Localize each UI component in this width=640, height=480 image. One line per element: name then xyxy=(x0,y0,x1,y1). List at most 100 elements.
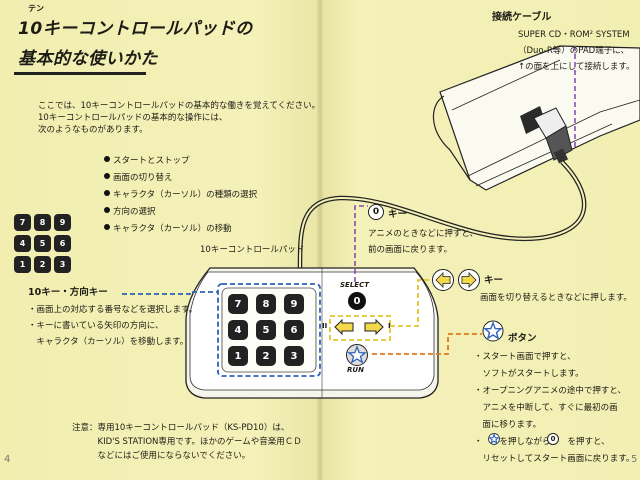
left-right-arrow-icon xyxy=(432,269,480,291)
keypad-number-keys: 7 8 9 4 5 6 1 2 3 xyxy=(228,294,312,366)
tenkey-description: ・画面上の対応する番号などを選択します。 ・キーに書いている矢印の方向に、 キャ… xyxy=(28,302,197,350)
inline-zero-label: 0 xyxy=(550,435,556,443)
roman-two-label: II xyxy=(322,322,328,330)
key-icon-5: 5 xyxy=(34,235,51,252)
star-icon xyxy=(482,320,504,342)
pad-left-arrow-button[interactable] xyxy=(334,319,354,335)
desc-line: ・オープニングアニメの途中で押すと、 xyxy=(474,386,626,396)
pad-key-7[interactable]: 7 xyxy=(228,294,248,314)
desc-line: （Duo-R等）のPAD端子に、 xyxy=(518,46,629,56)
run-label: RUN xyxy=(347,366,364,374)
operation-list: スタートとストップ 画面の切り替え キャラクタ（カーソル）の種類の選択 方向の選… xyxy=(104,153,257,238)
pad-key-8[interactable]: 8 xyxy=(256,294,276,314)
ten-key-icon-grid: 7 8 9 4 5 6 1 2 3 xyxy=(14,214,78,277)
roman-one-label: I xyxy=(388,322,391,330)
pad-right-arrow-button[interactable] xyxy=(364,319,384,335)
list-item-label: スタートとストップ xyxy=(113,156,190,166)
desc-line: ・ を押しながら を押すと、 xyxy=(474,437,610,447)
tenkey-heading: 10キー・方向キー xyxy=(28,287,108,298)
desc-line: 前の画面に戻ります。 xyxy=(368,245,453,255)
intro-line: 次のようなものがあります。 xyxy=(38,125,148,135)
pad-key-2[interactable]: 2 xyxy=(256,346,276,366)
title-underline xyxy=(14,72,146,75)
star-icon xyxy=(347,345,367,364)
arrow-key-heading: キー xyxy=(484,275,504,286)
desc-line: ・キーに書いている矢印の方向に、 xyxy=(28,321,164,331)
pad-key-6[interactable]: 6 xyxy=(284,320,304,340)
star-icon xyxy=(488,433,500,445)
inline-zero-icon: 0 xyxy=(547,433,559,445)
bullet-icon xyxy=(104,190,110,196)
zero-key-icon: 0 xyxy=(368,204,384,220)
desc-line: ・画面上の対応する番号などを選択します。 xyxy=(28,305,198,315)
key-icon-1: 1 xyxy=(14,256,31,273)
list-item: スタートとストップ xyxy=(104,153,257,170)
cable-description: SUPER CD・ROM² SYSTEM （Duo-R等）のPAD端子に、 ↑の… xyxy=(518,27,635,75)
star-button-icon xyxy=(482,320,504,342)
zero-key-description: アニメのときなどに押すと、 前の画面に戻ります。 xyxy=(368,226,478,258)
desc-line: SUPER CD・ROM² SYSTEM xyxy=(518,30,630,40)
keypad-label: 10キーコントロールパッド xyxy=(200,245,305,255)
page-number-right: 5 xyxy=(631,454,638,465)
note-line: 注意：専用10キーコントロールパッド（KS-PD10）は、 xyxy=(72,423,290,433)
desc-line: ・スタート画面で押すと、 xyxy=(474,352,576,362)
pad-run-button[interactable] xyxy=(346,344,368,366)
star-button-heading: ボタン xyxy=(508,333,537,344)
zero-key-label: 0 xyxy=(353,295,361,307)
key-icon-2: 2 xyxy=(34,256,51,273)
pad-zero-key[interactable]: 0 xyxy=(348,292,366,310)
page-title-line1: 10キーコントロールパッドの xyxy=(18,19,253,39)
caution-note: 注意：専用10キーコントロールパッド（KS-PD10）は、 KID'S STAT… xyxy=(72,421,302,463)
bullet-icon xyxy=(104,156,110,162)
desc-line: 面に移ります。 xyxy=(474,420,542,430)
desc-line: アニメのときなどに押すと、 xyxy=(368,229,478,239)
list-item: 方向の選択 xyxy=(104,204,257,221)
list-item-label: キャラクタ（カーソル）の種類の選択 xyxy=(113,190,258,200)
intro-line: ここでは、10キーコントロールパッドの基本的な働きを覚えてください。 xyxy=(38,101,321,111)
list-item: キャラクタ（カーソル）の種類の選択 xyxy=(104,187,257,204)
arrow-keys-icon xyxy=(432,268,482,292)
pad-key-3[interactable]: 3 xyxy=(284,346,304,366)
bullet-icon xyxy=(104,224,110,230)
key-icon-8: 8 xyxy=(34,214,51,231)
book-gutter xyxy=(316,0,324,480)
left-page xyxy=(0,0,320,480)
list-item-label: 画面の切り替え xyxy=(113,173,173,183)
list-item-label: キャラクタ（カーソル）の移動 xyxy=(113,224,232,234)
list-item: 画面の切り替え xyxy=(104,170,257,187)
list-item-label: 方向の選択 xyxy=(113,207,156,217)
zero-key-icon-label: 0 xyxy=(372,207,380,217)
key-icon-9: 9 xyxy=(54,214,71,231)
pad-key-1[interactable]: 1 xyxy=(228,346,248,366)
cable-plug-illustration xyxy=(533,107,573,164)
right-arrow-icon xyxy=(364,319,384,335)
desc-line: リセットしてスタート画面に戻ります。 xyxy=(474,454,635,464)
left-arrow-icon xyxy=(334,319,354,335)
cable-heading: 接続ケーブル xyxy=(492,12,552,23)
star-button-description: ・スタート画面で押すと、 ソフトがスタートします。 ・オープニングアニメの途中で… xyxy=(474,349,634,468)
page-number-left: 4 xyxy=(4,454,11,465)
page-title-line2: 基本的な使いかた xyxy=(18,49,158,69)
inline-star-icon xyxy=(488,433,500,445)
desc-line: キャラクタ（カーソル）を移動します。 xyxy=(28,337,189,347)
select-label: SELECT xyxy=(340,281,369,289)
zero-key-heading: キー xyxy=(388,209,408,220)
keypad-illustration xyxy=(185,267,439,399)
key-icon-4: 4 xyxy=(14,235,31,252)
note-line: KID'S STATION専用です。ほかのゲームや音楽用ＣＤ xyxy=(72,437,302,447)
key-icon-3: 3 xyxy=(54,256,71,273)
key-icon-7: 7 xyxy=(14,214,31,231)
pad-key-9[interactable]: 9 xyxy=(284,294,304,314)
intro-text: ここでは、10キーコントロールパッドの基本的な働きを覚えてください。 10キーコ… xyxy=(38,100,320,136)
bullet-icon xyxy=(104,173,110,179)
pad-key-4[interactable]: 4 xyxy=(228,320,248,340)
desc-line: アニメを中断して、すぐに最初の画 xyxy=(474,403,618,413)
key-icon-6: 6 xyxy=(54,235,71,252)
bullet-icon xyxy=(104,207,110,213)
list-item: キャラクタ（カーソル）の移動 xyxy=(104,221,257,238)
desc-line: ↑の面を上にして接続します。 xyxy=(518,62,635,72)
title-ruby: テン xyxy=(28,4,44,13)
pad-key-5[interactable]: 5 xyxy=(256,320,276,340)
intro-line: 10キーコントロールパッドの基本的な操作には、 xyxy=(38,113,228,123)
desc-line: ソフトがスタートします。 xyxy=(474,369,584,379)
